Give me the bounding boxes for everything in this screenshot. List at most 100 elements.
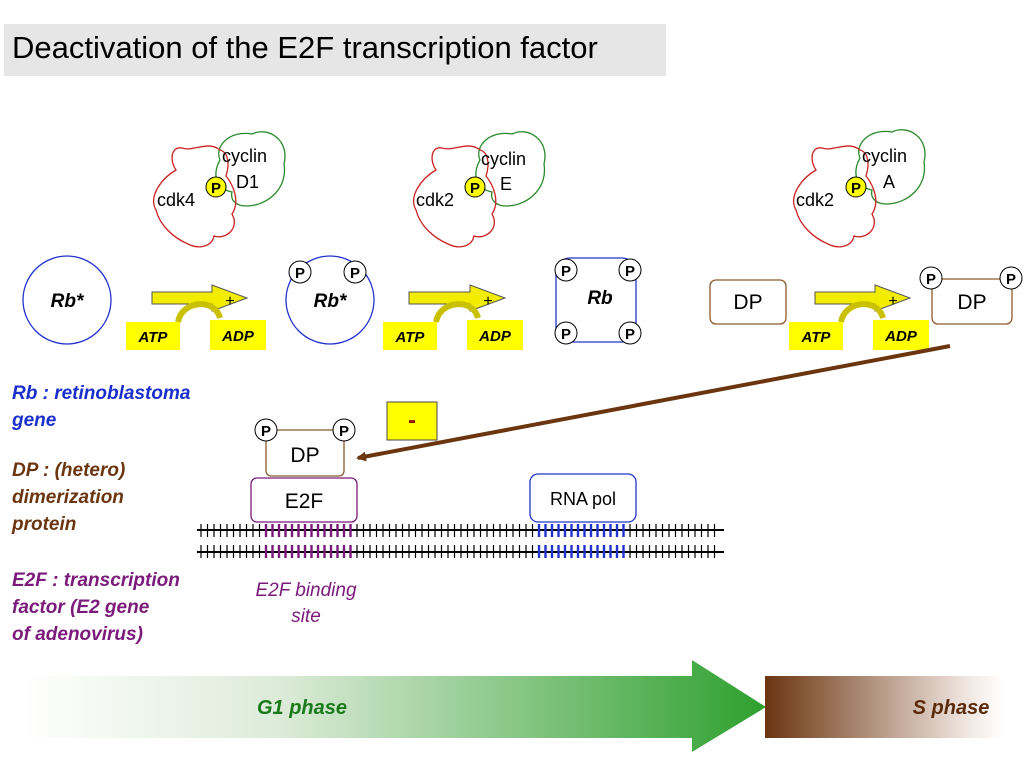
plus-sign: + [225,293,234,310]
title-bar [4,24,666,76]
phosphate-icon [254,418,278,442]
e2f-box [250,477,358,523]
phosphate-icon [464,176,486,198]
plus-sign: + [483,293,492,310]
s-phase-label: S phase [913,697,990,719]
rb-star-unphosphorylated: Rb* [22,255,112,345]
atp-box [126,322,180,350]
binding-site-label-line2: site [291,606,321,627]
legend-e2f-line: E2F : transcription [12,570,180,591]
dp-box [709,279,787,325]
page-title: Deactivation of the E2F transcription fa… [12,30,598,65]
phosphate-label: P [625,326,635,343]
phosphate-icon [845,176,867,198]
atp-label: ATP [801,329,832,346]
legend-rb-line: Rb : retinoblastoma [12,383,191,404]
cdk2-shape [793,145,877,248]
cyclin-d1-label-line2: D1 [236,172,259,192]
cyclin-e-label-line1: cyclin [481,149,526,169]
s-phase-bar [765,676,1003,738]
dp-phosphorylated: DP P P [919,266,1023,325]
adp-box [210,320,266,350]
phosphate-label: P [851,180,861,197]
rb-star-label: Rb* [51,291,85,312]
cyclin-d1-label-line1: cyclin [222,146,267,166]
dp-on-e2f: DP P P [254,418,356,477]
rna-pol-label: RNA pol [550,489,616,509]
phosphorylation-reaction-2: + ATP ADP [383,284,523,350]
cyclin-a-label-line2: A [883,172,895,192]
cyclin-a-shape [855,129,926,205]
phosphate-icon [205,176,227,198]
reaction-arrow-icon [408,284,507,312]
phosphate-icon [554,321,578,345]
complex-cdk4-cyclin-d1: cyclin D1 cdk4 P [153,131,286,248]
cyclin-d1-shape [215,131,286,207]
phosphate-label: P [470,180,480,197]
reaction-arrow-icon [151,284,249,312]
curved-arrow-icon [838,301,886,323]
e2f-label: E2F [285,490,324,513]
plus-sign: + [888,293,897,310]
atp-box [789,322,843,350]
phosphate-icon [618,321,642,345]
reaction-arrow-icon [814,284,912,312]
phosphate-label: P [625,263,635,280]
e2f-factor: E2F [250,477,358,523]
legend-dp-line: dimerization [12,487,124,508]
legend-dp-line: DP : (hetero) [12,460,126,481]
cyclin-e-shape [475,131,546,207]
rb-label: Rb [587,288,613,309]
legend-e2f-line: factor (E2 gene [12,597,150,618]
adp-label: ADP [884,328,918,345]
rna-polymerase: RNA pol [529,473,637,523]
phosphate-label: P [295,265,305,282]
complex-cdk2-cyclin-e: cyclin E cdk2 P [413,131,546,248]
inhibition-label: - [408,407,416,434]
inhibition-arrow [356,344,951,462]
rna-pol-box [529,473,637,523]
phosphate-icon [919,266,943,290]
adp-label: ADP [221,328,255,345]
phosphate-icon [618,258,642,282]
adp-label: ADP [478,328,512,345]
phosphate-icon [554,258,578,282]
phosphorylation-reaction-3: + ATP ADP [789,284,929,350]
curved-arrow-icon [175,301,223,323]
phosphate-label: P [1006,271,1016,288]
g1-phase-label: G1 phase [257,697,347,719]
rb-star-label: Rb* [314,291,348,312]
phosphate-label: P [350,265,360,282]
rb-star-phosphorylated: Rb* P P [285,255,375,345]
cdk2-label: cdk2 [796,190,834,210]
phosphate-icon [288,260,312,284]
inhibition-sign: - [386,401,438,441]
phosphate-label: P [561,326,571,343]
cdk2-label: cdk2 [416,190,454,210]
binding-site-label-line1: E2F binding [255,580,356,601]
phosphorylation-reaction-1: + ATP ADP [126,284,266,350]
cdk4-shape [153,145,237,248]
legend-e2f: E2F : transcription factor (E2 gene of a… [12,567,180,648]
dp-box [265,429,345,477]
atp-label: ATP [138,329,169,346]
dna-double-strand [197,524,724,558]
legend-rb: Rb : retinoblastoma gene [12,380,190,434]
dp-label: DP [290,444,319,467]
cyclin-e-label-line2: E [500,174,512,194]
atp-label: ATP [395,329,426,346]
complex-cdk2-cyclin-a: cyclin A cdk2 P [793,129,926,248]
adp-box [467,320,523,350]
phosphate-icon [332,418,356,442]
legend-dp-line: protein [12,514,77,535]
adp-box [873,320,929,350]
cdk4-label: cdk4 [157,190,195,210]
cdk2-shape [413,145,497,248]
phosphate-label: P [261,423,271,440]
phosphate-icon [999,266,1023,290]
g1-phase-arrow [22,660,766,752]
phosphate-label: P [211,180,221,197]
atp-box [383,322,437,350]
phosphate-label: P [339,423,349,440]
